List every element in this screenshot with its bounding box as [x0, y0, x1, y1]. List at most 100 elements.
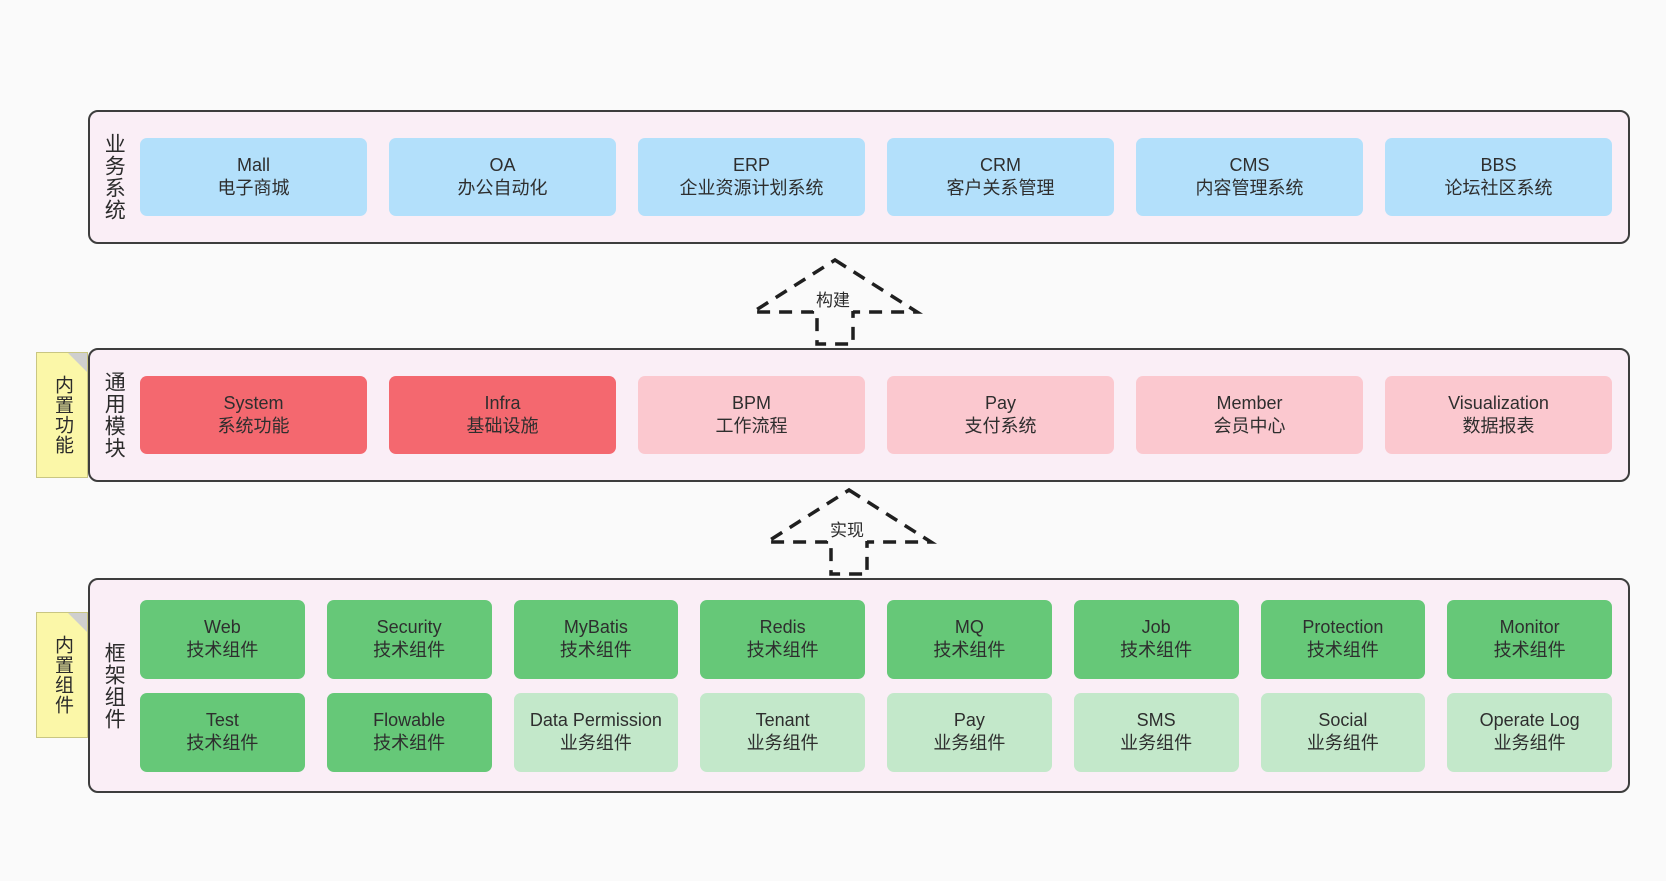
node-test[interactable]: Test 技术组件	[140, 692, 305, 772]
node-title-cn: 论坛社区系统	[1444, 178, 1553, 198]
node-title-cn: 系统功能	[217, 416, 290, 436]
node-data-permission[interactable]: Data Permission 业务组件	[513, 692, 679, 772]
node-title-en: OA	[489, 154, 516, 175]
node-security[interactable]: Security 技术组件	[326, 599, 492, 679]
node-title-en: Pay	[953, 709, 985, 730]
node-title-cn: 数据报表	[1462, 416, 1535, 436]
node-title-en: SMS	[1136, 709, 1176, 730]
node-bbs[interactable]: BBS 论坛社区系统	[1385, 138, 1612, 216]
node-title-en: Member	[1216, 392, 1283, 413]
node-cms[interactable]: CMS 内容管理系统	[1136, 138, 1363, 216]
node-title-en: Mall	[236, 154, 270, 175]
node-title-en: Data Permission	[529, 709, 662, 730]
node-title-en: Infra	[484, 392, 521, 413]
node-title-en: BBS	[1480, 154, 1517, 175]
node-title-cn: 技术组件	[746, 640, 819, 660]
node-tenant[interactable]: Tenant 业务组件	[700, 692, 865, 772]
node-title-en: Social	[1318, 709, 1368, 730]
node-operate-log[interactable]: Operate Log 业务组件	[1447, 692, 1612, 772]
node-mybatis[interactable]: MyBatis 技术组件	[513, 599, 679, 679]
node-row: Mall 电子商城 OA 办公自动化 ERP 企业资源计划系统 CRM 客户关系…	[140, 138, 1612, 216]
node-title-cn: 业务组件	[1306, 733, 1379, 753]
sticky-note-label: 内置功能	[52, 375, 74, 455]
node-erp[interactable]: ERP 企业资源计划系统	[638, 138, 865, 216]
layer-caption-framework-components: 框架组件	[102, 641, 126, 730]
node-title-cn: 支付系统	[964, 416, 1037, 436]
sticky-note-builtin-components: 内置组件	[36, 612, 88, 738]
node-bpm[interactable]: BPM 工作流程	[638, 376, 865, 454]
layer-business-systems: 业务系统 Mall 电子商城 OA 办公自动化 ERP 企业资源计划系统 CRM…	[88, 110, 1630, 244]
node-title-en: Security	[376, 616, 442, 637]
arrow-label-implement: 实现	[827, 521, 867, 541]
node-title-cn: 技术组件	[1493, 640, 1566, 660]
node-title-cn: 企业资源计划系统	[679, 178, 824, 198]
layer-body-framework-components: Web 技术组件 Security 技术组件 MyBatis 技术组件 Redi…	[136, 580, 1628, 791]
node-title-en: Monitor	[1499, 616, 1560, 637]
node-title-en: Tenant	[755, 709, 810, 730]
node-row: Web 技术组件 Security 技术组件 MyBatis 技术组件 Redi…	[140, 599, 1612, 679]
node-title-en: ERP	[732, 154, 770, 175]
layer-body-common-modules: System 系统功能 Infra 基础设施 BPM 工作流程 Pay 支付系统…	[136, 350, 1628, 480]
arrow-label-build: 构建	[813, 291, 853, 311]
node-social[interactable]: Social 业务组件	[1260, 692, 1426, 772]
node-monitor[interactable]: Monitor 技术组件	[1447, 599, 1612, 679]
node-title-cn: 技术组件	[559, 640, 632, 660]
node-title-en: MQ	[954, 616, 984, 637]
node-title-en: Flowable	[373, 709, 446, 730]
node-protection[interactable]: Protection 技术组件	[1260, 599, 1426, 679]
node-title-en: Operate Log	[1479, 709, 1580, 730]
generalization-arrow-build: 构建	[746, 256, 924, 348]
sticky-note-label: 内置组件	[52, 635, 74, 715]
node-title-cn: 业务组件	[1493, 733, 1566, 753]
node-row: System 系统功能 Infra 基础设施 BPM 工作流程 Pay 支付系统…	[140, 376, 1612, 454]
node-title-cn: 办公自动化	[457, 178, 548, 198]
node-title-cn: 内容管理系统	[1195, 178, 1304, 198]
node-visualization[interactable]: Visualization 数据报表	[1385, 376, 1612, 454]
node-mall[interactable]: Mall 电子商城	[140, 138, 367, 216]
layer-common-modules: 通用模块 System 系统功能 Infra 基础设施 BPM 工作流程 Pay…	[88, 348, 1630, 482]
node-flowable[interactable]: Flowable 技术组件	[326, 692, 492, 772]
layer-body-business-systems: Mall 电子商城 OA 办公自动化 ERP 企业资源计划系统 CRM 客户关系…	[136, 112, 1628, 242]
layer-framework-components: 框架组件 Web 技术组件 Security 技术组件 MyBatis 技术组件…	[88, 578, 1630, 793]
node-title-en: System	[223, 392, 284, 413]
node-title-en: CRM	[980, 154, 1021, 175]
node-title-en: Job	[1141, 616, 1171, 637]
node-title-en: BPM	[731, 392, 771, 413]
node-member[interactable]: Member 会员中心	[1136, 376, 1363, 454]
node-title-cn: 业务组件	[1120, 733, 1193, 753]
node-job[interactable]: Job 技术组件	[1073, 599, 1239, 679]
node-mq[interactable]: MQ 技术组件	[887, 599, 1052, 679]
node-infra[interactable]: Infra 基础设施	[389, 376, 616, 454]
node-title-en: Web	[204, 616, 241, 637]
node-title-cn: 技术组件	[1120, 640, 1193, 660]
node-redis[interactable]: Redis 技术组件	[700, 599, 865, 679]
node-row: Test 技术组件 Flowable 技术组件 Data Permission …	[140, 692, 1612, 772]
node-sms[interactable]: SMS 业务组件	[1073, 692, 1239, 772]
node-oa[interactable]: OA 办公自动化	[389, 138, 616, 216]
node-web[interactable]: Web 技术组件	[140, 599, 305, 679]
layer-caption-business-systems: 业务系统	[102, 133, 126, 221]
node-crm[interactable]: CRM 客户关系管理	[887, 138, 1114, 216]
node-title-cn: 业务组件	[933, 733, 1006, 753]
node-title-cn: 会员中心	[1213, 416, 1286, 436]
node-title-en: Visualization	[1448, 392, 1549, 413]
node-title-cn: 电子商城	[217, 178, 290, 198]
node-title-cn: 技术组件	[186, 733, 259, 753]
node-title-cn: 客户关系管理	[946, 178, 1055, 198]
node-title-cn: 技术组件	[373, 640, 446, 660]
node-title-cn: 技术组件	[373, 733, 446, 753]
node-title-cn: 基础设施	[466, 416, 539, 436]
node-title-en: Test	[205, 709, 239, 730]
node-title-en: MyBatis	[563, 616, 628, 637]
sticky-note-builtin-functions: 内置功能	[36, 352, 88, 478]
generalization-arrow-implement: 实现	[760, 486, 938, 578]
node-title-cn: 工作流程	[715, 416, 788, 436]
node-title-cn: 技术组件	[186, 640, 259, 660]
node-title-en: Redis	[759, 616, 806, 637]
node-system[interactable]: System 系统功能	[140, 376, 367, 454]
node-title-en: CMS	[1229, 154, 1270, 175]
node-pay-module[interactable]: Pay 支付系统	[887, 376, 1114, 454]
node-pay-component[interactable]: Pay 业务组件	[887, 692, 1052, 772]
node-title-cn: 技术组件	[1306, 640, 1379, 660]
